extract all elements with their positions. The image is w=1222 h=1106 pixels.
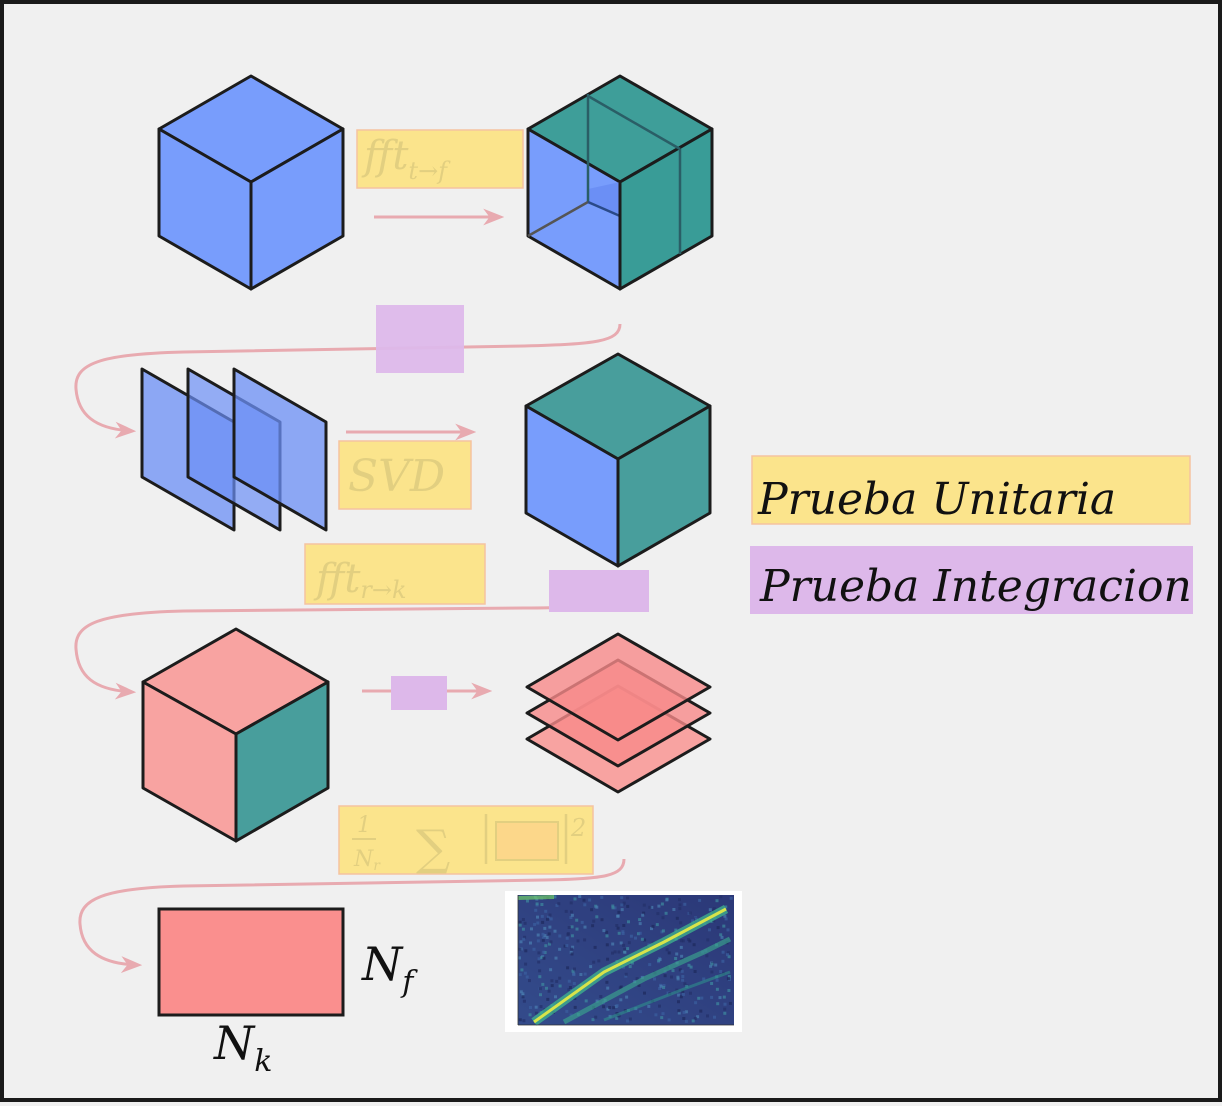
cube-frequency-split (526, 74, 714, 291)
legend-integration-test: Prueba Integracion (750, 546, 1193, 614)
cube-k-space (141, 627, 330, 843)
cube-time-domain (157, 74, 345, 291)
svg-text:1: 1 (357, 813, 371, 838)
connector-row1-row2 (74, 323, 622, 439)
svg-text:Prueba Integracion: Prueba Integracion (759, 561, 1192, 612)
diagram-svg: fftt→f SVD Prueba Unitaria (74, 74, 1193, 1079)
svg-text:Nr: Nr (353, 847, 381, 874)
svg-text:∑: ∑ (416, 820, 450, 876)
layers-stack (525, 632, 712, 794)
svg-text:fftr→k: fftr→k (313, 556, 407, 604)
integration-test-box-3 (391, 676, 447, 710)
fft-time-to-freq-label: fftt→f (356, 129, 524, 189)
average-power-label: 1 Nr ∑ 2 (338, 805, 594, 876)
svg-text:fftt→f: fftt→f (361, 133, 451, 185)
svg-text:Prueba Unitaria: Prueba Unitaria (757, 474, 1116, 525)
nk-label: Nk (213, 1016, 272, 1079)
slices-stack (140, 367, 328, 532)
svd-label: SVD (338, 440, 472, 510)
fft-space-to-k-label: fftr→k (304, 543, 486, 605)
legend-unit-test: Prueba Unitaria (751, 455, 1191, 525)
connector-row3-row4 (78, 858, 626, 973)
nf-label: Nf (361, 937, 418, 1000)
cube-svd-result (524, 352, 712, 568)
integration-test-box-1 (376, 305, 464, 373)
svg-text:SVD: SVD (348, 451, 445, 502)
heatmap-thumbnail (505, 891, 742, 1032)
svg-text:2: 2 (570, 814, 586, 842)
power-spectrum-rectangle (157, 907, 345, 1017)
integration-test-box-2 (549, 570, 649, 612)
